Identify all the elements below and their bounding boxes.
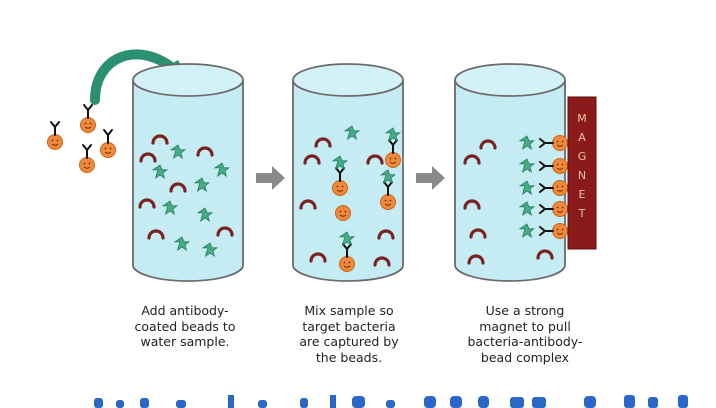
bead-antibody-icon	[79, 144, 95, 173]
caption-line: water sample.	[140, 334, 230, 349]
magnet-letter: A	[578, 131, 586, 144]
caption-line: bacteria-antibody-	[467, 334, 583, 349]
caption-line: coated beads to	[134, 318, 236, 334]
caption-line: the beads.	[315, 349, 383, 365]
caption-line: Use a strong	[485, 303, 565, 318]
caption-step-2: Mix sample so target bacteria are captur…	[274, 303, 424, 365]
caption-line: target bacteria	[302, 318, 396, 334]
caption-step-1: Add antibody- coated beads to water samp…	[110, 303, 260, 350]
cylinder-step-1	[132, 63, 244, 282]
magnet-letter: N	[578, 169, 586, 182]
bead-icon	[335, 205, 351, 221]
caption-line: are captured by	[299, 334, 399, 349]
caption-line: bead complex	[480, 349, 570, 365]
bead-antibody-icon	[100, 129, 116, 158]
caption-line: Add antibody-	[141, 303, 229, 318]
magnet: M A G N E T	[567, 96, 597, 250]
step-arrow-icon	[416, 166, 445, 190]
caption-step-3: Use a strong magnet to pull bacteria-ant…	[450, 303, 600, 365]
bead-antibody-icon	[47, 121, 63, 150]
magnet-letter: G	[578, 150, 587, 163]
free-beads	[47, 104, 116, 173]
cropped-bottom-text	[94, 395, 688, 408]
magnet-letter: T	[578, 207, 586, 220]
caption-line: Mix sample so	[304, 303, 394, 318]
bead-antibody-icon	[80, 104, 96, 133]
step-arrow-icon	[256, 166, 285, 190]
magnet-letter: M	[577, 112, 587, 125]
magnet-letter: E	[579, 188, 586, 201]
cylinder-step-3	[454, 63, 568, 282]
caption-line: magnet to pull	[479, 318, 571, 334]
cylinder-step-2	[292, 63, 404, 282]
